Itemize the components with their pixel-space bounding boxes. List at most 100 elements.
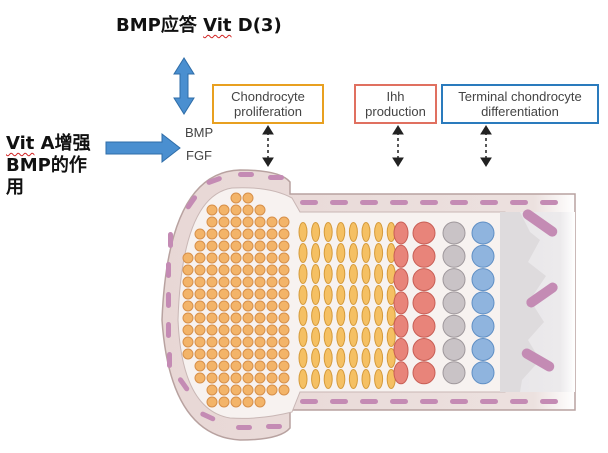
round-cell [242,312,254,324]
round-cell [242,360,254,372]
round-cell [242,204,254,216]
round-cell [230,324,242,336]
round-cell [218,240,230,252]
round-cell [254,228,266,240]
round-cell [254,216,266,228]
flat-cell [361,306,371,326]
round-cell [206,324,218,336]
flat-cell [348,264,358,284]
round-cell [230,372,242,384]
flat-cell [374,327,384,347]
vit-a-line1: Vit A增强 [6,133,91,155]
round-cell [254,288,266,300]
round-cell [266,384,278,396]
round-cell [218,360,230,372]
flat-cell [348,348,358,368]
round-cell [242,372,254,384]
round-cell [194,252,206,264]
round-cell [278,228,290,240]
round-cell [218,372,230,384]
round-cell [254,372,266,384]
prehypertrophic-cell [412,338,436,361]
round-cell [206,396,218,408]
round-cell [254,240,266,252]
flat-cell [336,285,346,305]
round-cell [194,276,206,288]
round-cell [278,264,290,276]
round-cell [242,324,254,336]
flat-cell [298,222,308,242]
round-cell [230,264,242,276]
flat-cell [374,306,384,326]
flat-cell [374,243,384,263]
round-cell [230,348,242,360]
ihh-line1: Ihh [386,89,405,104]
round-cell [206,264,218,276]
flat-cell [298,327,308,347]
round-cell [242,396,254,408]
round-cell [266,336,278,348]
round-cell [278,324,290,336]
round-cell [182,324,194,336]
flat-cell [374,264,384,284]
flat-cell [386,327,396,347]
hypertrophic-cell [471,221,495,245]
round-cell [266,252,278,264]
round-cell [266,324,278,336]
flat-cell [336,222,346,242]
vit-a-line1-rest: A增强 [34,133,91,154]
round-cell [194,336,206,348]
flat-cell [323,369,333,389]
flat-cell [323,264,333,284]
hypertrophic-cell [471,361,495,385]
round-cell [254,312,266,324]
flat-cell [298,306,308,326]
flat-cell [336,369,346,389]
round-cell [194,348,206,360]
hypertrophic-cell [442,268,466,292]
flat-cell [311,243,321,263]
flat-cell [298,285,308,305]
prehypertrophic-cell [393,244,409,268]
round-cell [218,300,230,312]
round-cell [206,252,218,264]
round-cell [218,216,230,228]
hypertrophic-cell [471,268,495,292]
flat-cell [336,264,346,284]
flat-cell [361,243,371,263]
flat-cell [374,348,384,368]
ihh-line2: production [365,104,426,119]
round-cell [254,396,266,408]
flat-cell [361,369,371,389]
round-cell [218,264,230,276]
round-cell [230,192,242,204]
round-cell [266,240,278,252]
flat-cell [298,243,308,263]
round-cell [230,396,242,408]
flat-cell [336,243,346,263]
round-cell [266,216,278,228]
round-cell [218,228,230,240]
flat-cell [374,369,384,389]
round-cell [230,204,242,216]
round-cell [242,228,254,240]
prehypertrophic-cell [393,291,409,315]
round-cell [230,240,242,252]
flat-cell [361,264,371,284]
round-cell [278,312,290,324]
round-cell [206,372,218,384]
round-cell [266,360,278,372]
round-cell [242,264,254,276]
vit-d-annotation: BMP应答 Vit D(3) [116,15,282,37]
hypertrophic-zone-cells [393,221,495,385]
right-arrow [105,132,181,164]
round-cell [242,348,254,360]
flat-cell [374,285,384,305]
round-cell [278,384,290,396]
terminal-differentiation-box: Terminal chondrocyte differentiation [441,84,599,124]
round-cell [218,384,230,396]
round-cell [218,396,230,408]
round-cell [194,324,206,336]
perichondrium-marks-head [166,172,284,430]
